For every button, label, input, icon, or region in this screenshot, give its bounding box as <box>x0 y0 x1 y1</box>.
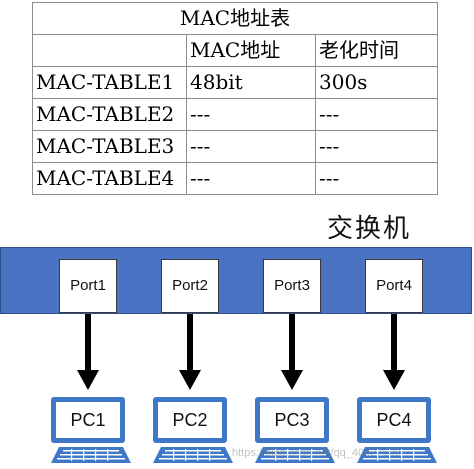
pc-label: PC3 <box>260 402 324 438</box>
monitor-icon: PC2 <box>153 397 227 443</box>
port-1: Port1 <box>59 259 117 313</box>
arrow-down-icon <box>77 314 99 390</box>
table-cell-entry: MAC-TABLE3 <box>32 130 187 163</box>
monitor-icon: PC4 <box>357 397 431 443</box>
mac-address-table: MAC地址表 MAC地址 老化时间 MAC-TABLE1 48bit 300s … <box>32 2 438 195</box>
port-4: Port4 <box>365 259 423 313</box>
table-cell-aging: --- <box>315 98 438 131</box>
arrow-down-icon <box>383 314 405 390</box>
table-cell-aging: --- <box>315 130 438 163</box>
table-cell-aging: 300s <box>315 66 438 99</box>
table-cell-mac: --- <box>186 130 316 163</box>
table-row: MAC-TABLE2 --- --- <box>32 98 438 131</box>
keyboard-icon <box>153 447 233 463</box>
table-cell-mac: --- <box>186 162 316 195</box>
table-cell-mac: --- <box>186 98 316 131</box>
pc-label: PC2 <box>158 402 222 438</box>
keyboard-icon <box>357 447 437 463</box>
port-3: Port3 <box>263 259 321 313</box>
column-header-aging-time: 老化时间 <box>315 34 438 67</box>
pc-label: PC4 <box>362 402 426 438</box>
port-2: Port2 <box>161 259 219 313</box>
table-title-row: MAC地址表 <box>32 2 438 35</box>
table-title: MAC地址表 <box>32 2 438 35</box>
table-row: MAC-TABLE1 48bit 300s <box>32 66 438 99</box>
table-cell-entry: MAC-TABLE1 <box>32 66 187 99</box>
keyboard-icon <box>51 447 131 463</box>
pc-4: PC4 <box>357 397 443 467</box>
table-header-row: MAC地址 老化时间 <box>32 34 438 67</box>
column-header-empty <box>32 34 187 67</box>
table-cell-entry: MAC-TABLE2 <box>32 98 187 131</box>
pc-1: PC1 <box>51 397 137 467</box>
keyboard-icon <box>255 447 335 463</box>
switch-label: 交换机 <box>327 214 412 244</box>
pc-2: PC2 <box>153 397 239 467</box>
column-header-mac-address: MAC地址 <box>186 34 316 67</box>
monitor-icon: PC3 <box>255 397 329 443</box>
monitor-icon: PC1 <box>51 397 125 443</box>
pc-3: PC3 <box>255 397 341 467</box>
arrow-down-icon <box>281 314 303 390</box>
table-cell-mac: 48bit <box>186 66 316 99</box>
table-cell-aging: --- <box>315 162 438 195</box>
table-row: MAC-TABLE4 --- --- <box>32 162 438 195</box>
table-cell-entry: MAC-TABLE4 <box>32 162 187 195</box>
pc-label: PC1 <box>56 402 120 438</box>
watermark: https://blog.csdn.net/qq_40427680 <box>232 447 401 459</box>
arrow-down-icon <box>179 314 201 390</box>
table-row: MAC-TABLE3 --- --- <box>32 130 438 163</box>
